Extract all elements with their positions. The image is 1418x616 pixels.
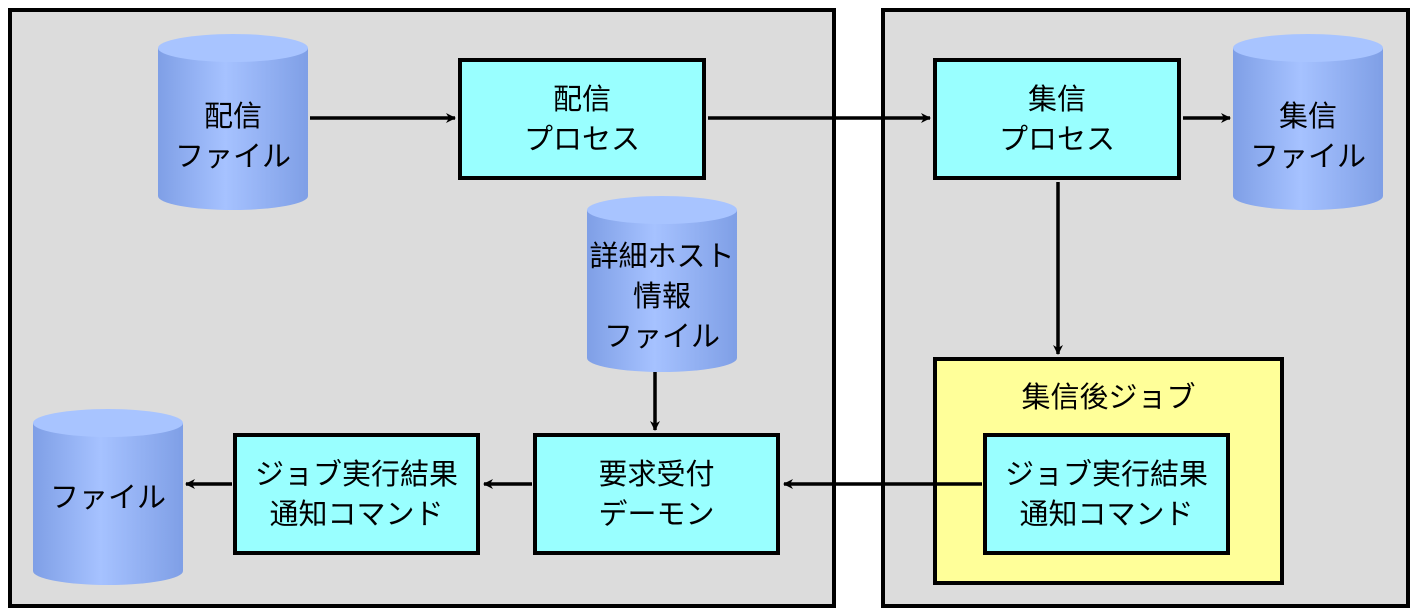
request-reception-daemon-line: デーモン (598, 497, 715, 531)
distribution-file-label-line: 配信 (203, 99, 262, 133)
collection-file-label: 集信ファイル (1233, 96, 1383, 176)
job-result-notify-command-box-right: ジョブ実行結果通知コマンド (983, 433, 1230, 555)
collection-file-label-line: 集信 (1278, 99, 1337, 133)
detail-host-info-file-label-line: 詳細ホスト (589, 239, 735, 273)
distribution-process-line: 配信 (552, 82, 611, 116)
job-result-notify-command-left-line: 通知コマンド (269, 497, 444, 531)
distribution-process-line: プロセス (523, 122, 640, 156)
file-cylinder: ファイル (33, 409, 183, 585)
collection-file-cylinder: 集信ファイル (1233, 34, 1383, 210)
distribution-process-box: 配信プロセス (458, 58, 706, 180)
detail-host-info-file-label-line: ファイル (603, 319, 720, 353)
post-collection-job-title: 集信後ジョブ (1021, 380, 1196, 414)
collection-process-line: 集信 (1027, 82, 1086, 116)
file-label: ファイル (33, 477, 183, 517)
job-result-notify-command-left-line: ジョブ実行結果 (254, 457, 458, 491)
distribution-file-label-line: ファイル (174, 139, 291, 173)
detail-host-info-file-cylinder: 詳細ホスト情報ファイル (587, 196, 737, 372)
distribution-file-label: 配信ファイル (158, 96, 308, 176)
job-result-notify-command-right-line: 通知コマンド (1019, 497, 1194, 531)
request-reception-daemon-box: 要求受付デーモン (533, 433, 780, 555)
detail-host-info-file-label: 詳細ホスト情報ファイル (587, 236, 737, 356)
collection-file-label-line: ファイル (1249, 139, 1366, 173)
distribution-file-cylinder: 配信ファイル (158, 34, 308, 210)
collection-process-box: 集信プロセス (933, 58, 1181, 180)
file-label-line: ファイル (49, 480, 166, 514)
job-result-notify-command-right-line: ジョブ実行結果 (1004, 457, 1208, 491)
request-reception-daemon-line: 要求受付 (598, 457, 715, 491)
detail-host-info-file-label-line: 情報 (632, 279, 691, 313)
collection-process-line: プロセス (998, 122, 1115, 156)
job-result-notify-command-box-left: ジョブ実行結果通知コマンド (233, 433, 480, 555)
